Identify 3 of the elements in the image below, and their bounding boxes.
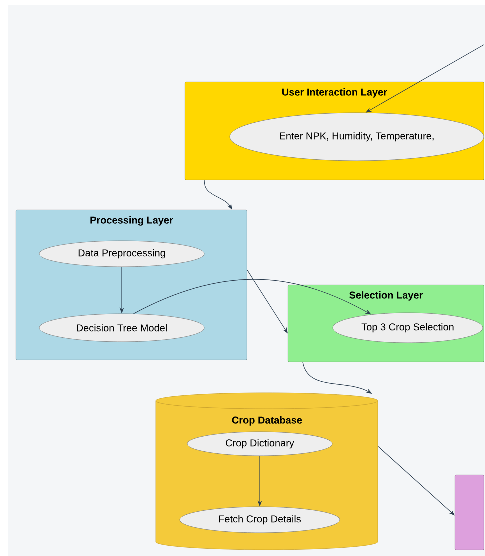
arrow <box>133 279 372 315</box>
arrow <box>204 180 232 210</box>
box <box>455 475 484 550</box>
